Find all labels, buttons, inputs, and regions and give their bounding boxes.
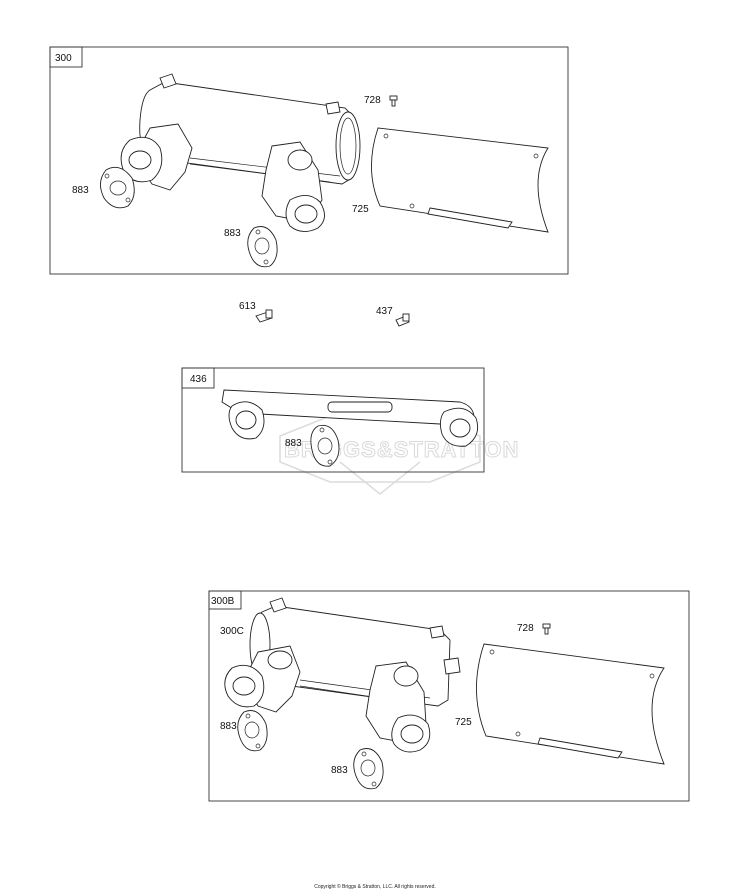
group-300b: 300B 300C 725 [208, 590, 690, 802]
callout-728-300b: 728 [517, 623, 534, 634]
callout-728: 728 [364, 95, 381, 106]
callout-725: 725 [352, 204, 369, 215]
gasket-883-bottom[interactable] [247, 226, 278, 268]
muffler-300c[interactable] [224, 597, 461, 753]
gasket-883-bottom-300b[interactable] [353, 748, 384, 790]
callout-883-bottom: 883 [224, 228, 241, 239]
gasket-883-left-300b[interactable] [237, 710, 268, 752]
heat-shield-725[interactable] [371, 127, 549, 233]
group-436: BRIGGS&STRATTON 436 883 [181, 367, 519, 495]
group-300b-label-box [208, 590, 242, 610]
group-300-frame [49, 46, 569, 275]
screw-613[interactable] [255, 309, 273, 323]
bolt-728-300b[interactable] [542, 623, 551, 635]
group-300b-frame [208, 590, 690, 802]
callout-883-left-300b: 883 [220, 721, 237, 732]
callout-725-300b: 725 [455, 717, 472, 728]
callout-300c: 300C [220, 626, 244, 637]
bolt-728[interactable] [389, 95, 398, 107]
group-300-label-box [49, 46, 83, 68]
heat-shield-725-300b[interactable] [476, 643, 665, 765]
muffler-300[interactable] [120, 73, 361, 232]
callout-883-left: 883 [72, 185, 89, 196]
exhaust-manifold-436[interactable] [221, 389, 479, 447]
gasket-883-left[interactable] [100, 166, 135, 209]
group-436-frame [181, 367, 485, 473]
group-300-label: 300 [55, 53, 72, 64]
group-436-label: 436 [190, 374, 207, 385]
group-300b-label: 300B [211, 596, 235, 607]
screw-437[interactable] [395, 313, 410, 327]
loose-screws: 613 437 [239, 301, 410, 327]
callout-613: 613 [239, 301, 256, 312]
group-436-label-box [181, 367, 215, 389]
callout-883-436: 883 [285, 438, 302, 449]
copyright-footer: Copyright © Briggs & Stratton, LLC. All … [314, 884, 436, 890]
group-300: 300 [49, 46, 569, 275]
callout-883-bottom-300b: 883 [331, 765, 348, 776]
callout-437: 437 [376, 306, 393, 317]
gasket-883-436[interactable] [310, 424, 340, 467]
